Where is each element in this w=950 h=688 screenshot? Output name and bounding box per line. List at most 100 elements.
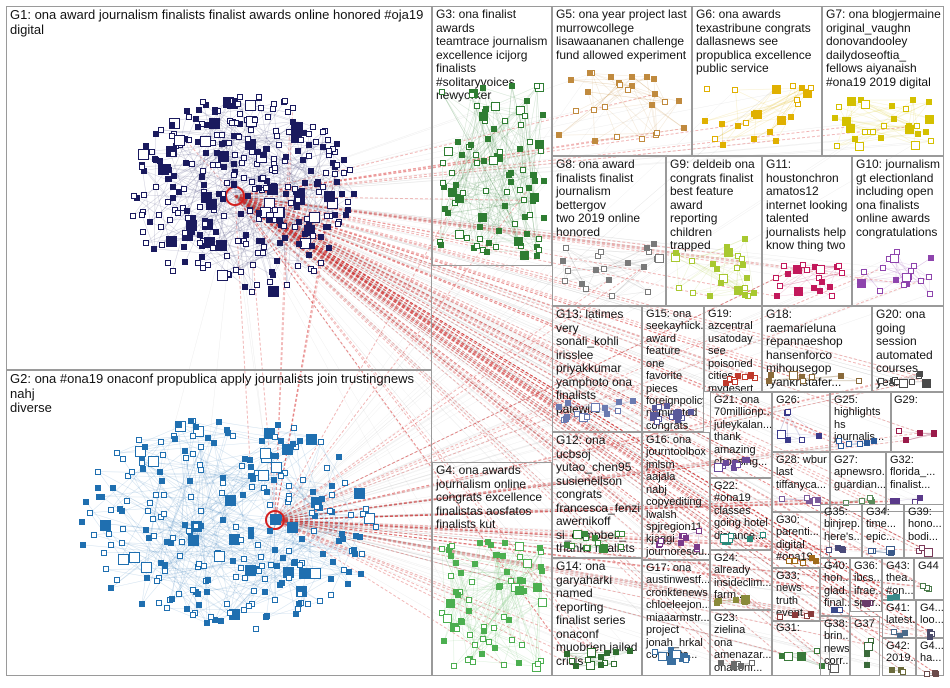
node: [259, 237, 266, 244]
node: [229, 432, 236, 439]
node: [564, 399, 571, 406]
node: [826, 283, 833, 290]
node: [304, 601, 311, 608]
node: [789, 371, 799, 381]
edge: [149, 502, 200, 564]
node: [182, 160, 189, 167]
edge: [172, 193, 224, 199]
node: [152, 157, 159, 164]
edge: [137, 448, 253, 488]
node: [572, 108, 579, 115]
edge: [233, 174, 319, 192]
node: [295, 241, 302, 248]
node: [727, 532, 734, 539]
node: [590, 107, 597, 114]
group-panel-g27: G27: apnewsro... guardian...: [830, 452, 886, 512]
node: [271, 156, 278, 163]
node: [924, 670, 931, 677]
edge: [164, 467, 252, 566]
node: [317, 234, 324, 241]
node: [258, 104, 265, 111]
node: [286, 547, 293, 554]
node: [201, 562, 208, 569]
edge: [141, 458, 233, 537]
node: [107, 506, 114, 513]
node: [135, 436, 142, 443]
node: [518, 642, 525, 649]
node: [766, 377, 773, 384]
edge: [330, 172, 345, 217]
node: [359, 510, 366, 517]
node: [615, 407, 622, 414]
node: [743, 120, 750, 127]
edge: [191, 100, 231, 164]
node: [204, 588, 211, 595]
node: [784, 408, 791, 415]
node: [204, 261, 211, 268]
edge: [214, 209, 260, 219]
edge: [289, 131, 296, 228]
node: [270, 462, 282, 474]
node: [309, 123, 316, 130]
edge: [214, 475, 282, 621]
node: [572, 663, 579, 670]
node: [205, 199, 217, 211]
group-label-g4b: G4... ha...: [920, 640, 944, 665]
node: [274, 257, 281, 264]
node: [477, 540, 484, 547]
node: [449, 169, 456, 176]
node: [118, 554, 130, 566]
node: [195, 106, 202, 113]
node: [796, 652, 806, 662]
node: [326, 148, 333, 155]
node: [750, 290, 757, 297]
node: [203, 619, 210, 626]
node: [287, 199, 294, 206]
node: [501, 540, 508, 547]
node: [877, 288, 884, 295]
node: [458, 569, 465, 576]
node: [714, 265, 720, 272]
node: [118, 539, 125, 546]
node: [340, 157, 347, 164]
node: [753, 110, 763, 120]
node: [663, 402, 670, 409]
node: [333, 179, 340, 186]
node: [317, 598, 324, 605]
node: [539, 112, 546, 119]
node: [482, 188, 489, 195]
node: [244, 565, 256, 577]
node: [223, 426, 230, 433]
node: [815, 497, 821, 504]
node: [880, 264, 887, 271]
node: [208, 117, 220, 129]
node: [533, 82, 540, 89]
node: [184, 605, 191, 612]
node: [909, 97, 916, 104]
node: [574, 410, 581, 417]
node: [301, 230, 308, 237]
edge: [213, 443, 237, 578]
node: [150, 515, 157, 522]
edge: [133, 195, 179, 213]
node: [250, 261, 257, 268]
node: [829, 664, 839, 674]
node: [195, 138, 202, 145]
node: [480, 157, 487, 164]
node: [238, 269, 245, 276]
node: [299, 157, 306, 164]
node: [478, 650, 485, 657]
group-panel-g28: G28: wbur last tiffanyca...: [772, 452, 830, 512]
node: [584, 656, 591, 663]
group-label-g4: G4: ona awards journalism online congrat…: [436, 463, 543, 532]
group-label-g11: G11: houstonchron amatos12 internet look…: [766, 157, 848, 253]
group-label-g16: G16: ona journtoolbox jmlsm aajala nabj …: [646, 434, 710, 558]
node: [538, 148, 545, 155]
node: [927, 138, 934, 145]
node: [535, 139, 545, 149]
edge: [228, 99, 313, 127]
group-label-g44: G44: [918, 560, 939, 572]
node: [541, 178, 548, 185]
edge: [165, 514, 351, 566]
edge: [150, 118, 196, 223]
